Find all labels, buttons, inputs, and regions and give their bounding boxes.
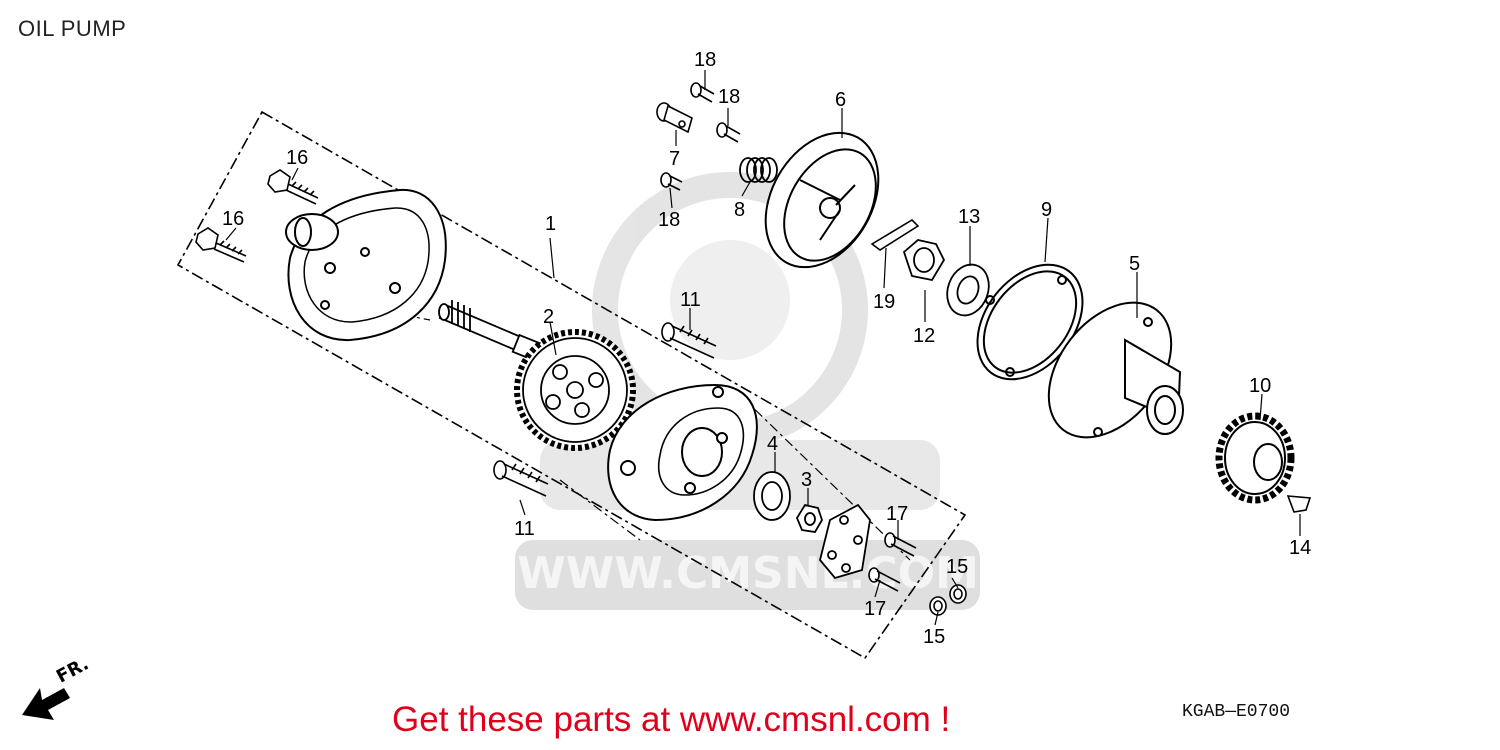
washer-15-a [949,584,967,604]
page-title: OIL PUMP [18,16,127,41]
shaft-and-gear-part-2 [438,300,636,451]
washer-part-13 [946,263,990,317]
clip-part-19 [870,218,920,251]
screw-18-b [716,122,741,143]
pump-body [607,383,758,522]
nut-part-12 [902,239,946,282]
callout-6: 6 [835,89,846,111]
callout-18-top: 18 [694,49,716,71]
spring-part-8 [739,157,778,183]
gear-part-10 [1215,412,1295,504]
key-part-14 [1286,495,1312,513]
callout-8: 8 [734,199,745,221]
front-direction-arrow-icon [22,688,70,720]
callout-5: 5 [1129,253,1140,275]
rotor-cover-part-6 [764,131,880,269]
callout-18-left: 18 [658,209,680,231]
callout-16-upper: 16 [286,147,308,169]
pump-plate [819,503,871,580]
callout-9: 9 [1041,199,1052,221]
callout-17-upper: 17 [886,503,908,525]
washer-15-b [929,596,947,616]
callout-13: 13 [958,206,980,228]
housing-part-5 [1047,301,1184,439]
callout-7: 7 [669,148,680,170]
screw-18-c [660,172,683,191]
callout-19: 19 [873,291,895,313]
bolt-part-7 [656,102,693,134]
watermark-text: WWW.CMSNL.COM [517,548,979,599]
callout-1: 1 [545,213,556,235]
callout-12: 12 [913,325,935,347]
screw-18-a [690,82,715,103]
callout-numbers: 1 2 3 4 5 6 7 8 9 10 11 11 12 13 14 15 1… [222,49,1311,648]
bolt-16-lower [195,227,247,263]
bolt-17-lower [868,567,901,592]
bolt-11-upper [661,322,717,359]
callout-4: 4 [767,433,778,455]
callout-11-upper: 11 [680,289,701,311]
leader-lines [225,70,1301,626]
callout-15-right: 15 [946,556,968,578]
diagram-code: KGAB—E0700 [1182,702,1291,722]
outer-rotor-part-4 [753,471,791,521]
callout-14: 14 [1289,537,1311,559]
bolt-11-lower [493,460,549,497]
callout-17-lower: 17 [864,598,886,620]
pump-cover-part-1 [285,188,447,342]
callout-3: 3 [801,469,812,491]
bolt-17-upper [884,532,917,557]
parts-shop-link[interactable]: Get these parts at www.cmsnl.com ! [392,700,951,739]
callout-18-middle: 18 [718,86,740,108]
callout-16-lower: 16 [222,208,244,230]
callout-10: 10 [1249,375,1271,397]
callout-2: 2 [543,306,554,328]
callout-11-lower: 11 [514,518,535,540]
inner-rotor-part-3 [795,503,823,533]
bolt-16-upper [267,169,319,205]
assembly-boundary [176,110,967,660]
callout-15-lower: 15 [923,626,945,648]
